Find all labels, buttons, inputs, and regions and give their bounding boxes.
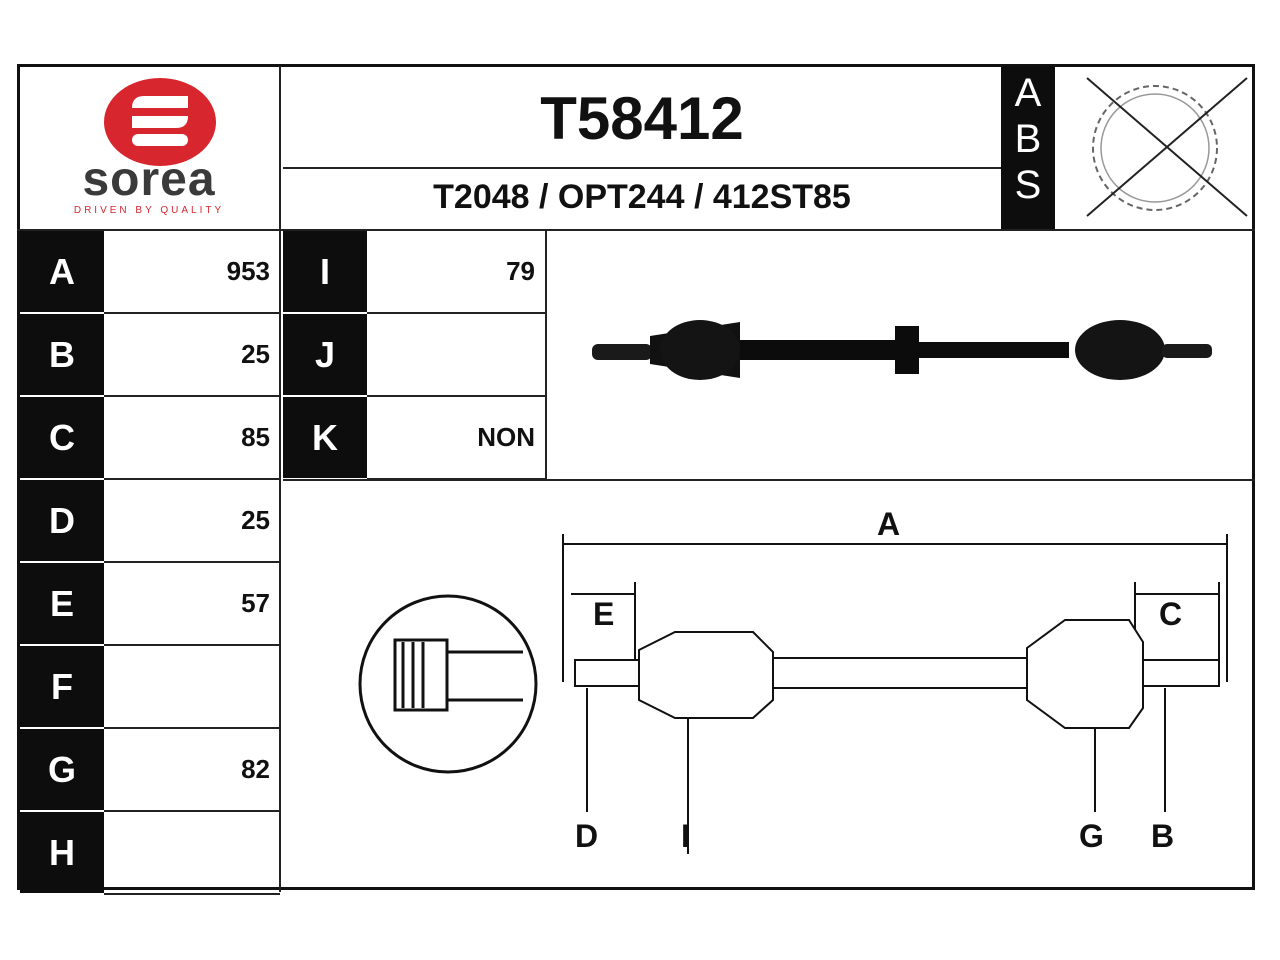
divider xyxy=(104,727,280,729)
dimension-label-c: C xyxy=(1159,596,1183,632)
spec-value: 25 xyxy=(241,339,270,369)
brand-logo xyxy=(20,68,278,228)
abs-badge: A B S xyxy=(1001,66,1055,229)
brand-name: sorea xyxy=(82,153,216,206)
abs-letter: A xyxy=(1014,71,1042,115)
dimension-label-a: A xyxy=(877,506,901,542)
divider xyxy=(104,893,280,895)
dimension-label-e: E xyxy=(593,596,615,632)
divider xyxy=(367,312,545,314)
spec-value: 953 xyxy=(226,256,270,286)
divider xyxy=(104,395,280,397)
spec-key: K xyxy=(283,397,367,478)
divider xyxy=(104,312,280,314)
dimension-label-b: B xyxy=(1151,818,1175,854)
spec-value: 57 xyxy=(241,588,270,618)
spec-key: E xyxy=(20,563,104,644)
divider xyxy=(283,167,1001,169)
divider xyxy=(545,231,547,481)
divider xyxy=(104,478,280,480)
spec-key: B xyxy=(20,314,104,395)
abs-ring-crossed-icon xyxy=(1057,66,1253,229)
sorea-logo-icon xyxy=(104,78,216,166)
spec-key: A xyxy=(20,231,104,312)
dimension-label-d: D xyxy=(575,818,599,854)
abs-letter: S xyxy=(1014,163,1042,207)
spec-value: NON xyxy=(477,422,535,452)
spec-key: H xyxy=(20,812,104,893)
spec-key: D xyxy=(20,480,104,561)
cross-references: T2048 / OPT244 / 412ST85 xyxy=(433,178,851,216)
spec-value: 25 xyxy=(241,505,270,535)
dimension-label-g: G xyxy=(1079,818,1104,854)
dimension-label-i: I xyxy=(681,818,690,854)
spec-value: 82 xyxy=(241,754,270,784)
spec-key: F xyxy=(20,646,104,727)
brand-tagline: DRIVEN BY QUALITY xyxy=(73,205,225,216)
divider xyxy=(104,644,280,646)
divider xyxy=(279,66,281,892)
abs-letter: B xyxy=(1014,117,1042,161)
spec-key: G xyxy=(20,729,104,810)
divider xyxy=(283,479,1255,481)
spec-value xyxy=(104,812,280,893)
part-number: T58412 xyxy=(540,85,744,152)
spec-value: 79 xyxy=(506,256,535,286)
spec-key: J xyxy=(283,314,367,395)
spec-value xyxy=(367,314,545,395)
driveshaft-drawing xyxy=(358,534,1228,854)
technical-diagram: A E C D I G B xyxy=(283,482,1253,888)
spec-key: C xyxy=(20,397,104,478)
spec-key: I xyxy=(283,231,367,312)
product-photo xyxy=(550,236,1250,476)
spec-value: 85 xyxy=(241,422,270,452)
divider xyxy=(17,229,1255,231)
divider xyxy=(367,395,545,397)
divider xyxy=(104,810,280,812)
spec-value xyxy=(104,646,280,727)
divider xyxy=(104,561,280,563)
